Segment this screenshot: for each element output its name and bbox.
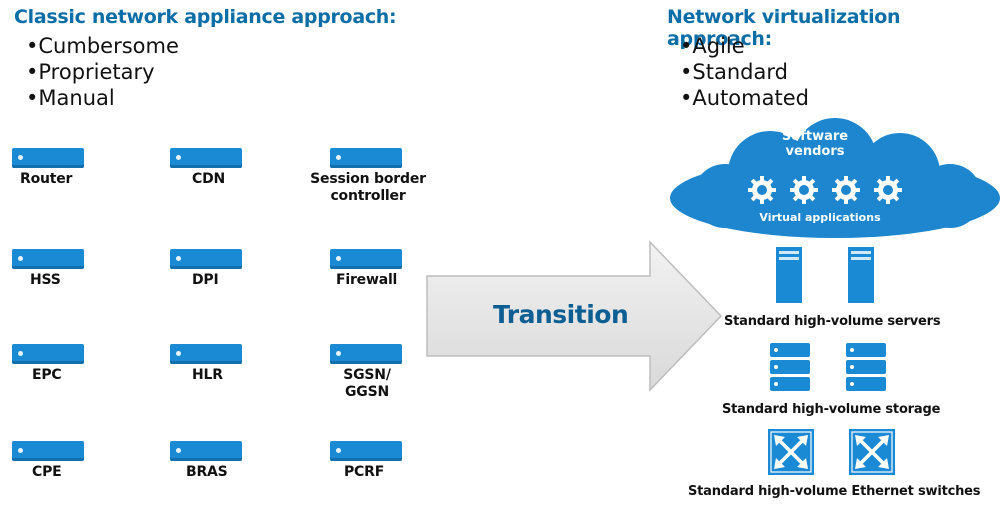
appliance-box-icon: [12, 344, 84, 364]
server-icon: [848, 247, 874, 303]
left-heading: Classic network appliance approach:: [14, 6, 397, 28]
appliance-epc: EPC: [12, 344, 132, 384]
right-bullets: Agile Standard Automated: [680, 33, 809, 111]
appliance-label: HLR: [192, 367, 223, 383]
appliance-label: DPI: [192, 272, 219, 288]
bullet-item: Cumbersome: [26, 33, 178, 59]
storage-label: Standard high-volume storage: [722, 402, 941, 417]
appliance-label: EPC: [32, 367, 62, 383]
appliance-firewall: Firewall: [330, 249, 450, 289]
appliance-sgsn-ggsn: SGSN/ GGSN: [330, 344, 450, 401]
switches-label: Standard high-volume Ethernet switches: [688, 484, 981, 499]
appliance-label: BRAS: [186, 464, 228, 480]
appliance-cpe: CPE: [12, 441, 132, 481]
appliance-box-icon: [170, 441, 242, 461]
appliance-label: CPE: [32, 464, 62, 480]
appliance-label: CDN: [192, 171, 226, 187]
appliance-box-icon: [330, 344, 402, 364]
appliance-box-icon: [170, 148, 242, 168]
appliance-box-icon: [12, 249, 84, 269]
appliance-dpi: DPI: [170, 249, 290, 289]
appliance-cdn: CDN: [170, 148, 290, 188]
appliance-box-icon: [170, 249, 242, 269]
gear-icon: [832, 176, 860, 204]
appliance-box-icon: [170, 344, 242, 364]
bullet-item: Automated: [680, 85, 809, 111]
switch-icon: [768, 429, 814, 475]
appliance-label: Router: [20, 171, 73, 187]
bullet-item: Proprietary: [26, 59, 179, 85]
cloud-icon: [670, 118, 1000, 238]
bullet-item: Manual: [26, 85, 179, 111]
appliance-pcrf: PCRF: [330, 441, 450, 481]
appliance-box-icon: [12, 441, 84, 461]
storage-icon: [770, 343, 810, 391]
bullet-item: Standard: [680, 59, 809, 85]
cloud-subtitle: Virtual applications: [759, 211, 881, 224]
bullet-item: Agile: [680, 33, 809, 59]
server-icon: [776, 247, 802, 303]
appliance-label: PCRF: [344, 464, 385, 480]
servers-label: Standard high-volume servers: [724, 314, 941, 329]
gear-icon: [790, 176, 818, 204]
appliance-hlr: HLR: [170, 344, 290, 384]
appliance-box-icon: [12, 148, 84, 168]
left-bullets: Cumbersome Proprietary Manual: [26, 33, 179, 111]
appliance-box-icon: [330, 249, 402, 269]
appliance-box-icon: [330, 148, 402, 168]
appliance-label: Firewall: [336, 272, 398, 288]
switch-icon: [849, 429, 895, 475]
transition-arrow-icon: [426, 240, 723, 392]
gear-icon: [748, 176, 776, 204]
appliance-session-border-controller: Session border controller: [310, 148, 440, 205]
appliance-box-icon: [330, 441, 402, 461]
appliance-label: HSS: [30, 272, 61, 288]
storage-icon: [846, 343, 886, 391]
appliance-label: Session border controller: [310, 171, 426, 204]
appliance-bras: BRAS: [170, 441, 290, 481]
gear-icon: [874, 176, 902, 204]
appliance-router: Router: [12, 148, 132, 188]
transition-label: Transition: [493, 300, 629, 329]
cloud-title: Software vendors: [781, 129, 849, 159]
appliance-label: SGSN/ GGSN: [343, 367, 391, 400]
appliance-hss: HSS: [12, 249, 132, 289]
